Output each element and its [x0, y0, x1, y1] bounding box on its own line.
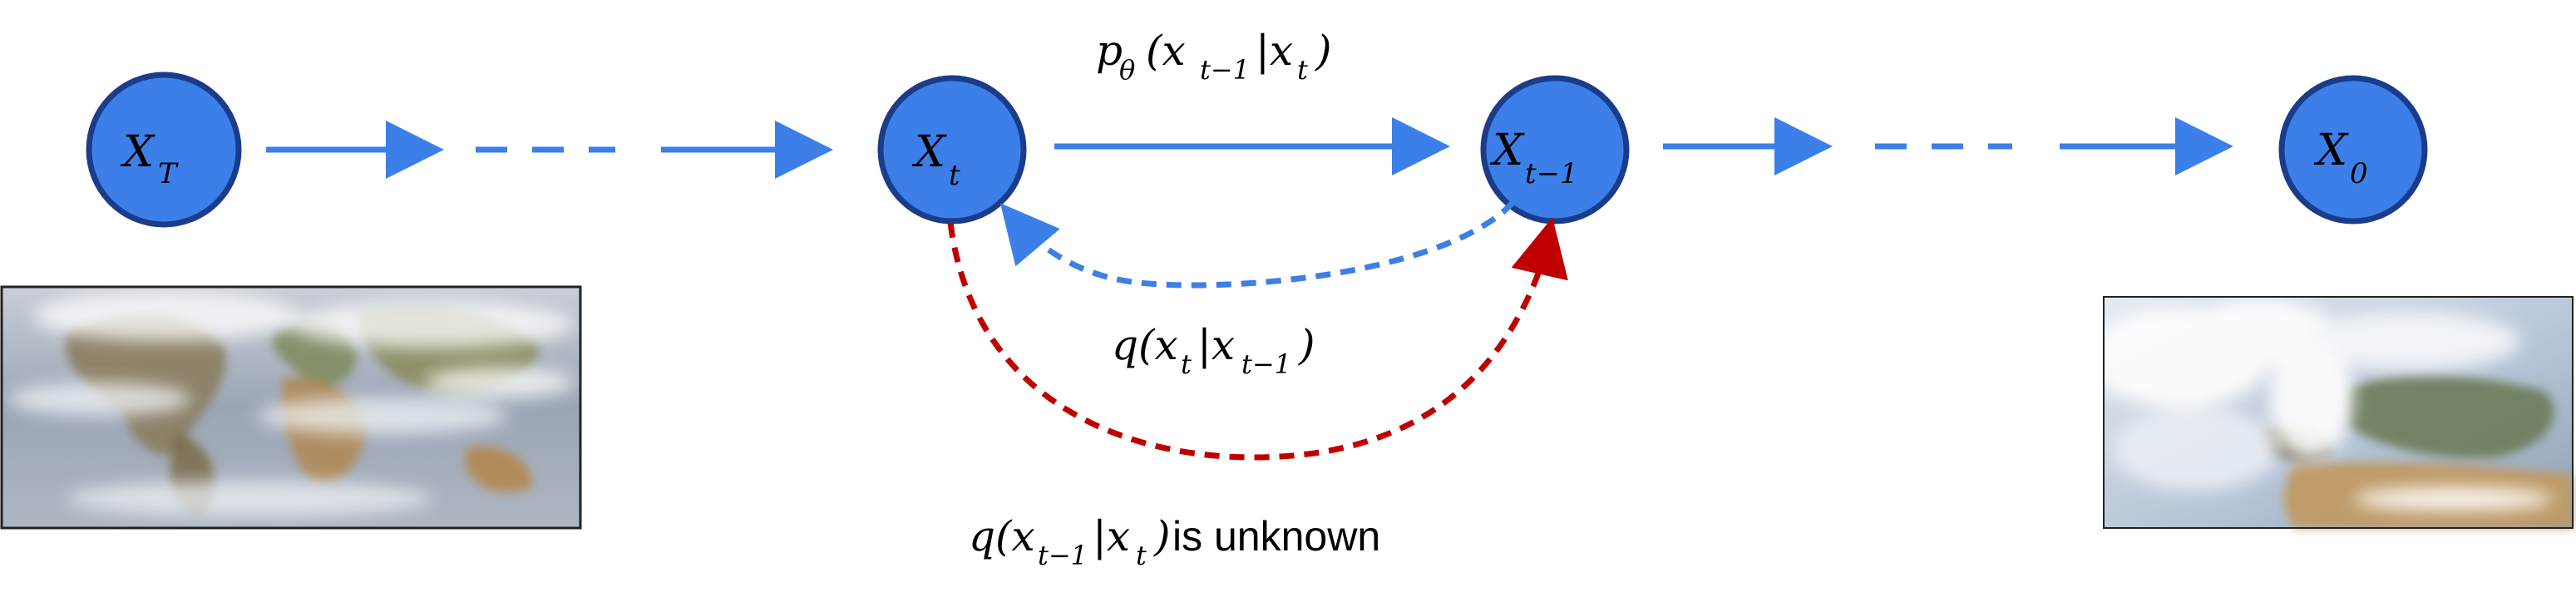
- label-forward-q-a: q(x: [1112, 321, 1178, 369]
- label-reverse-p-e: t: [1297, 54, 1308, 86]
- label-unknown-q: q(x t−1 |x t ) is unknown: [969, 512, 1380, 571]
- node-xt: X t: [877, 75, 1027, 225]
- label-unknown-q-c: |x: [1093, 512, 1130, 560]
- node-x0-main: X: [2313, 126, 2349, 175]
- label-unknown-q-b: t−1: [1038, 540, 1088, 571]
- node-xt-main: X: [911, 127, 947, 177]
- label-forward-q-c: |x: [1197, 321, 1235, 369]
- label-forward-q-e: ): [1298, 321, 1315, 369]
- node-xt1: X t−1: [1480, 75, 1630, 225]
- node-xt1-sub: t−1: [1525, 157, 1578, 190]
- arrow-forward-q: [999, 200, 1516, 289]
- node-xt-sub: t: [949, 159, 960, 192]
- label-reverse-p-a: p: [1096, 27, 1123, 75]
- label-reverse-p: p θ (x t−1 |x t ): [1096, 27, 1332, 86]
- europe-weather-map-image: [2087, 296, 2574, 529]
- node-xT-sub: T: [158, 157, 179, 190]
- label-reverse-p-f: ): [1315, 27, 1332, 75]
- label-reverse-p-d: |x: [1256, 27, 1293, 75]
- label-unknown-q-e: ): [1153, 512, 1171, 560]
- node-x0: X 0: [2278, 75, 2428, 225]
- label-forward-q-d: t−1: [1241, 348, 1291, 380]
- label-forward-q-b: t: [1181, 348, 1192, 380]
- label-reverse-p-theta: θ: [1119, 54, 1135, 86]
- arrow-unknown-q: [947, 217, 1568, 461]
- label-unknown-q-text: is unknown: [1172, 513, 1380, 560]
- node-xT-main: X: [120, 127, 155, 177]
- node-x0-sub: 0: [2350, 157, 2368, 190]
- node-xT: X T: [86, 72, 242, 228]
- label-reverse-p-c: t−1: [1200, 54, 1250, 86]
- label-unknown-q-a: q(x: [969, 512, 1035, 560]
- world-weather-map-image: [0, 285, 582, 530]
- label-unknown-q-d: t: [1136, 540, 1147, 571]
- label-reverse-p-b: (x: [1146, 27, 1186, 75]
- label-forward-q: q(x t |x t−1 ): [1112, 321, 1315, 380]
- node-xt1-main: X: [1489, 126, 1525, 175]
